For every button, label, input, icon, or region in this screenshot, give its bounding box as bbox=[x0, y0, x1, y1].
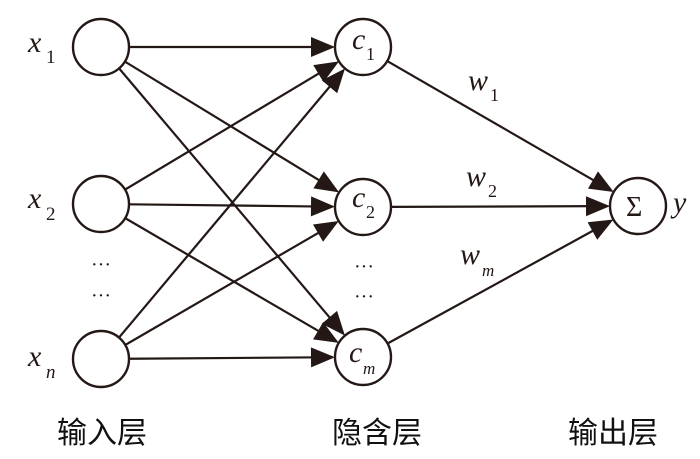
hidden-node-c2 bbox=[333, 177, 393, 237]
edge-x2-c1 bbox=[124, 66, 330, 191]
edge-x2-c2-arrowhead bbox=[310, 196, 336, 217]
hidden-var: c bbox=[349, 336, 362, 369]
edge-c2-sigma-arrowhead bbox=[585, 196, 611, 217]
edge-x1-c2 bbox=[124, 60, 330, 188]
hidden-subscript: 2 bbox=[366, 202, 375, 222]
output-node-sigma bbox=[608, 176, 668, 236]
output-var-y: y bbox=[670, 186, 687, 219]
edge-xn-c2 bbox=[124, 226, 329, 346]
hidden-subscript: 1 bbox=[366, 44, 375, 64]
edge-x1-cm-arrowhead bbox=[321, 310, 345, 336]
hidden-node-c1 bbox=[333, 17, 393, 77]
weight-label-wm: w m bbox=[460, 238, 494, 280]
input-layer-label: 输入层 bbox=[57, 416, 147, 451]
weight-label-w2: w 2 bbox=[466, 160, 497, 201]
edge-x2-cm bbox=[124, 217, 330, 338]
hidden-var: c bbox=[352, 23, 365, 56]
input-var: x bbox=[27, 26, 42, 59]
input-node-x2 bbox=[71, 174, 131, 234]
input-label-x2: x 2 bbox=[27, 182, 56, 225]
weight-subscript: 2 bbox=[488, 181, 497, 201]
edge-cm-sigma-arrowhead bbox=[587, 219, 614, 240]
arrowheads-group bbox=[310, 37, 614, 368]
edge-cm-sigma bbox=[387, 224, 604, 345]
weight-subscript: m bbox=[482, 261, 494, 280]
input-var: x bbox=[27, 182, 42, 215]
edge-xn-cm bbox=[128, 356, 324, 360]
input-subscript: n bbox=[46, 362, 56, 383]
hidden-label-cm: c m bbox=[349, 336, 375, 378]
hidden-ellipsis-2: ··· bbox=[354, 286, 374, 308]
edge-xn-cm-arrowhead bbox=[310, 347, 336, 368]
edge-xn-c2-arrowhead bbox=[313, 221, 339, 242]
edge-c1-sigma bbox=[386, 60, 604, 187]
hidden-label-c2: c 2 bbox=[352, 181, 375, 222]
weight-subscript: 1 bbox=[490, 85, 499, 105]
hidden-var: c bbox=[352, 181, 365, 214]
weight-var: w bbox=[466, 160, 486, 193]
edge-x2-c2 bbox=[128, 203, 324, 208]
input-ellipsis-2: ··· bbox=[91, 285, 111, 307]
input-label-x1: x 1 bbox=[27, 26, 56, 68]
hidden-node-cm bbox=[333, 327, 393, 387]
edge-x2-cm-arrowhead bbox=[313, 322, 339, 343]
input-subscript: 1 bbox=[46, 47, 56, 68]
output-layer-label: 输出层 bbox=[568, 416, 658, 451]
hidden-layer-label: 隐含层 bbox=[332, 416, 422, 451]
nodes-group bbox=[71, 17, 668, 389]
weight-var: w bbox=[468, 64, 488, 97]
edge-c1-sigma-arrowhead bbox=[587, 171, 614, 192]
hidden-ellipsis-1: ··· bbox=[354, 256, 374, 278]
edge-x1-c2-arrowhead bbox=[313, 171, 340, 193]
sigma-symbol: Σ bbox=[626, 192, 642, 223]
weight-label-w1: w 1 bbox=[468, 64, 499, 105]
hidden-label-c1: c 1 bbox=[352, 23, 375, 64]
input-var: x bbox=[27, 340, 42, 373]
input-ellipsis-1: ··· bbox=[91, 254, 111, 276]
input-label-xn: x n bbox=[27, 340, 56, 383]
weight-var: w bbox=[460, 238, 480, 271]
edge-x2-c1-arrowhead bbox=[313, 61, 339, 83]
edge-c2-sigma bbox=[390, 205, 599, 208]
input-node-xn bbox=[71, 329, 131, 389]
input-subscript: 2 bbox=[46, 204, 56, 225]
edges-group bbox=[118, 45, 604, 360]
edge-x1-cm bbox=[118, 67, 339, 328]
input-node-x1 bbox=[71, 17, 131, 77]
edge-x1-c1-arrowhead bbox=[311, 37, 335, 57]
hidden-subscript: m bbox=[363, 359, 375, 378]
edge-xn-c1 bbox=[118, 76, 339, 339]
edge-xn-c1-arrowhead bbox=[321, 68, 345, 94]
